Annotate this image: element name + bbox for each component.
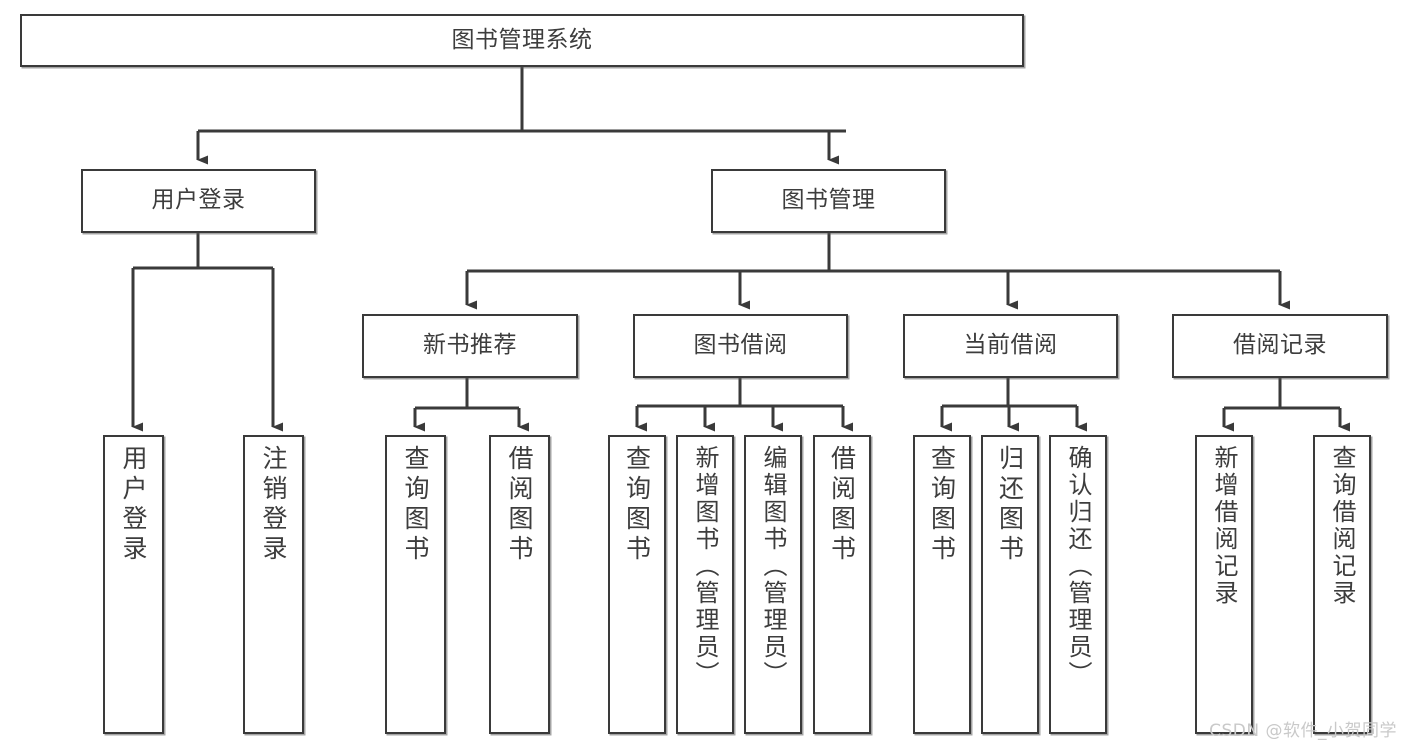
node-root-system[interactable]: 图书管理系统: [20, 14, 1024, 67]
node-book-borrow[interactable]: 图书借阅: [633, 314, 848, 378]
node-label: 借阅图书: [505, 445, 534, 565]
node-label: 新增借阅记录: [1210, 445, 1238, 607]
node-label: 用户登录: [119, 445, 148, 565]
node-label: 当前借阅: [963, 332, 1058, 359]
node-label: 查询图书: [622, 445, 652, 565]
node-current-borrow[interactable]: 当前借阅: [903, 314, 1118, 378]
node-label: 新增图书（管理员）: [691, 445, 719, 688]
leaf-new-book-borrow[interactable]: 借阅图书: [489, 435, 550, 734]
node-label: 用户登录: [151, 187, 246, 214]
node-label: 注销登录: [259, 445, 288, 565]
leaf-book-borrow-add[interactable]: 新增图书（管理员）: [676, 435, 734, 734]
leaf-book-borrow-edit[interactable]: 编辑图书（管理员）: [744, 435, 802, 734]
leaf-current-borrow-confirm-return[interactable]: 确认归还（管理员）: [1049, 435, 1107, 734]
node-label: 查询图书: [927, 445, 957, 565]
node-label: 查询借阅记录: [1328, 445, 1356, 607]
leaf-borrow-record-query[interactable]: 查询借阅记录: [1313, 435, 1371, 734]
leaf-book-borrow-query[interactable]: 查询图书: [608, 435, 666, 734]
node-label: 归还图书: [995, 445, 1025, 565]
leaf-current-borrow-return[interactable]: 归还图书: [981, 435, 1039, 734]
leaf-user-login-login[interactable]: 用户登录: [103, 435, 164, 734]
node-label: 图书借阅: [693, 332, 788, 359]
node-borrow-record[interactable]: 借阅记录: [1172, 314, 1388, 378]
csdn-watermark: CSDN @软件_小贺同学: [1209, 721, 1397, 741]
leaf-book-borrow-borrow[interactable]: 借阅图书: [813, 435, 871, 734]
leaf-new-book-query[interactable]: 查询图书: [385, 435, 446, 734]
node-label: 图书管理系统: [451, 26, 593, 53]
leaf-user-login-logout[interactable]: 注销登录: [243, 435, 304, 734]
node-new-book-recommend[interactable]: 新书推荐: [362, 314, 578, 378]
node-label: 查询图书: [401, 445, 430, 565]
node-label: 借阅图书: [827, 445, 857, 565]
node-user-login[interactable]: 用户登录: [81, 169, 316, 233]
node-label: 编辑图书（管理员）: [759, 445, 787, 688]
node-label: 借阅记录: [1233, 332, 1327, 359]
node-label: 新书推荐: [423, 332, 517, 359]
node-label: 图书管理: [781, 187, 876, 214]
node-book-management[interactable]: 图书管理: [711, 169, 946, 233]
node-label: 确认归还（管理员）: [1064, 445, 1092, 688]
leaf-borrow-record-add[interactable]: 新增借阅记录: [1195, 435, 1253, 734]
leaf-current-borrow-query[interactable]: 查询图书: [913, 435, 971, 734]
